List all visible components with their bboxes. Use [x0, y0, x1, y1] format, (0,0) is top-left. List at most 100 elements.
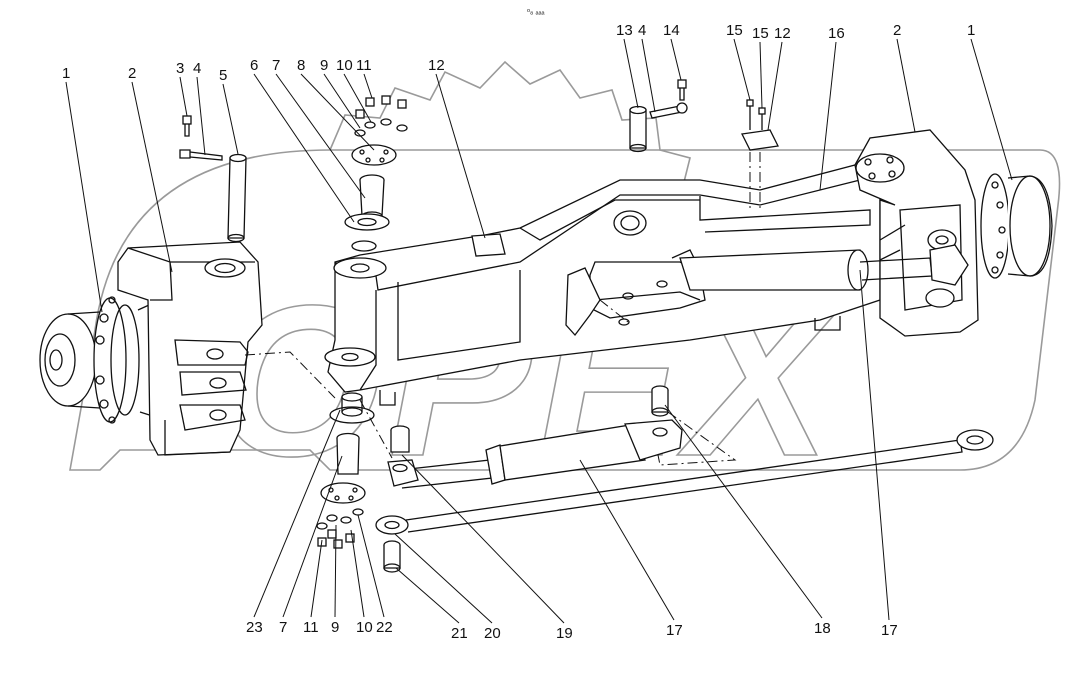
callout-bottom-leader-7 — [395, 567, 460, 624]
callout-bottom-label-4: 9 — [331, 619, 339, 636]
upper-washers-9-10 — [354, 118, 408, 137]
callout-top-leader-2 — [131, 81, 173, 273]
callout-top-leader-4 — [196, 76, 206, 156]
upper-thrust-washer-6 — [344, 213, 390, 231]
callout-top-leader-21 — [970, 38, 1013, 181]
header-mark: ᵒ₈ ₐₐₐ — [527, 7, 546, 16]
upper-pin-stack — [344, 95, 408, 252]
lower-cap-plate-22 — [320, 482, 366, 504]
callout-top-label-1: 1 — [62, 65, 70, 82]
callout-top-label-2: 2 — [128, 65, 136, 82]
callout-bottom-label-6: 22 — [376, 619, 393, 636]
right-pad-12 — [741, 129, 779, 151]
callout-top-label-4: 4 — [193, 60, 201, 77]
callout-top-label-14: 4 — [638, 22, 646, 39]
callout-bottom-label-2: 7 — [279, 619, 287, 636]
callout-top-leader-15 — [670, 38, 682, 81]
callout-bottom-leader-1 — [253, 409, 341, 618]
callout-top-label-15: 14 — [663, 22, 680, 39]
right-bolt-14 — [677, 79, 687, 101]
tie-rod-20 — [375, 429, 994, 535]
pad-assembly-axis — [749, 152, 761, 212]
callout-top-label-6: 6 — [250, 57, 258, 74]
steering-cylinder-lower — [399, 419, 683, 489]
left-bolt-3 — [182, 115, 192, 137]
callout-top-label-18: 12 — [774, 25, 791, 42]
callout-top-label-3: 3 — [176, 60, 184, 77]
callout-bottom-label-3: 11 — [303, 619, 319, 636]
callout-bottom-label-11: 18 — [814, 620, 831, 637]
callout-bottom-label-8: 20 — [484, 625, 501, 642]
callout-bottom-label-10: 17 — [666, 622, 683, 639]
callout-bottom-label-12: 17 — [881, 622, 898, 639]
callout-bottom-leader-10 — [579, 459, 675, 621]
callout-top-leader-9 — [323, 73, 361, 129]
lower-bushing-7 — [336, 432, 360, 475]
callout-bottom-leader-12 — [859, 269, 890, 621]
callout-bottom-leader-11 — [664, 404, 823, 619]
axle-beam — [324, 164, 881, 406]
callout-top-label-10: 10 — [336, 57, 353, 74]
callout-top-leader-13 — [623, 38, 639, 109]
callout-top-label-7: 7 — [272, 57, 280, 74]
callout-bottom-label-5: 10 — [356, 619, 373, 636]
callout-top-label-5: 5 — [219, 67, 227, 84]
callout-bottom-leader-8 — [394, 533, 493, 624]
upper-bushing-7 — [359, 174, 385, 221]
lower-pin-stack — [316, 392, 375, 549]
callout-top-label-19: 16 — [828, 25, 845, 42]
right-lock-pin-4 — [649, 102, 688, 119]
callout-top-leader-11 — [363, 73, 373, 99]
callout-bottom-label-9: 19 — [556, 625, 573, 642]
bushing-21 — [383, 540, 401, 573]
callout-top-leader-18 — [767, 41, 783, 131]
lower-thrust-washer-23 — [329, 392, 375, 424]
left-king-pin-5 — [227, 153, 247, 243]
upper-cap-plate-8 — [351, 144, 397, 166]
callout-top-leader-7 — [275, 73, 366, 199]
callout-bottom-leader-4 — [334, 524, 337, 618]
right-king-pin-13 — [629, 105, 647, 153]
upper-bolts-11 — [355, 95, 407, 119]
callout-top-leader-1 — [65, 81, 103, 313]
callout-top-leader-3 — [179, 76, 188, 117]
callout-bottom-leader-9 — [401, 454, 565, 624]
callout-top-label-16: 15 — [726, 22, 743, 39]
callout-top-leader-10 — [343, 73, 372, 123]
bushing-19 — [387, 425, 419, 487]
callout-top-leader-20 — [896, 38, 916, 133]
callout-top-label-11: 11 — [356, 57, 372, 74]
callout-top-leader-6 — [253, 73, 355, 223]
left-steering-knuckle — [117, 241, 263, 456]
upper-bushing-ring — [351, 240, 377, 252]
steering-cylinder-17 — [679, 244, 969, 291]
callout-top-label-12: 12 — [428, 57, 445, 74]
callout-top-label-21: 1 — [967, 22, 975, 39]
watermark-swoosh — [69, 149, 1061, 471]
callout-top-leader-8 — [300, 73, 375, 151]
callout-top-label-9: 9 — [320, 57, 328, 74]
left-hub-flange — [39, 296, 166, 424]
callout-top-leader-12 — [435, 73, 486, 239]
right-steering-knuckle — [854, 129, 979, 337]
callout-top-leader-17 — [759, 41, 763, 109]
callout-bottom-leader-6 — [357, 514, 385, 618]
callout-top-leader-19 — [819, 41, 837, 191]
callout-bottom-leader-5 — [350, 529, 365, 618]
callout-bottom-label-1: 23 — [246, 619, 263, 636]
callout-top-leader-14 — [641, 38, 656, 113]
callout-bottom-leader-2 — [282, 455, 343, 618]
callout-top-leader-5 — [222, 83, 239, 155]
callout-top-label-13: 13 — [616, 22, 633, 39]
left-lock-pin-4 — [179, 149, 223, 161]
callout-top-label-8: 8 — [297, 57, 305, 74]
right-hub-flange — [980, 173, 1053, 279]
bushing-18 — [651, 385, 669, 417]
callout-bottom-label-7: 21 — [451, 625, 468, 642]
lower-washers-9-10 — [316, 508, 364, 530]
beam-pad-12 — [471, 233, 506, 257]
callout-top-leader-16 — [733, 38, 751, 101]
